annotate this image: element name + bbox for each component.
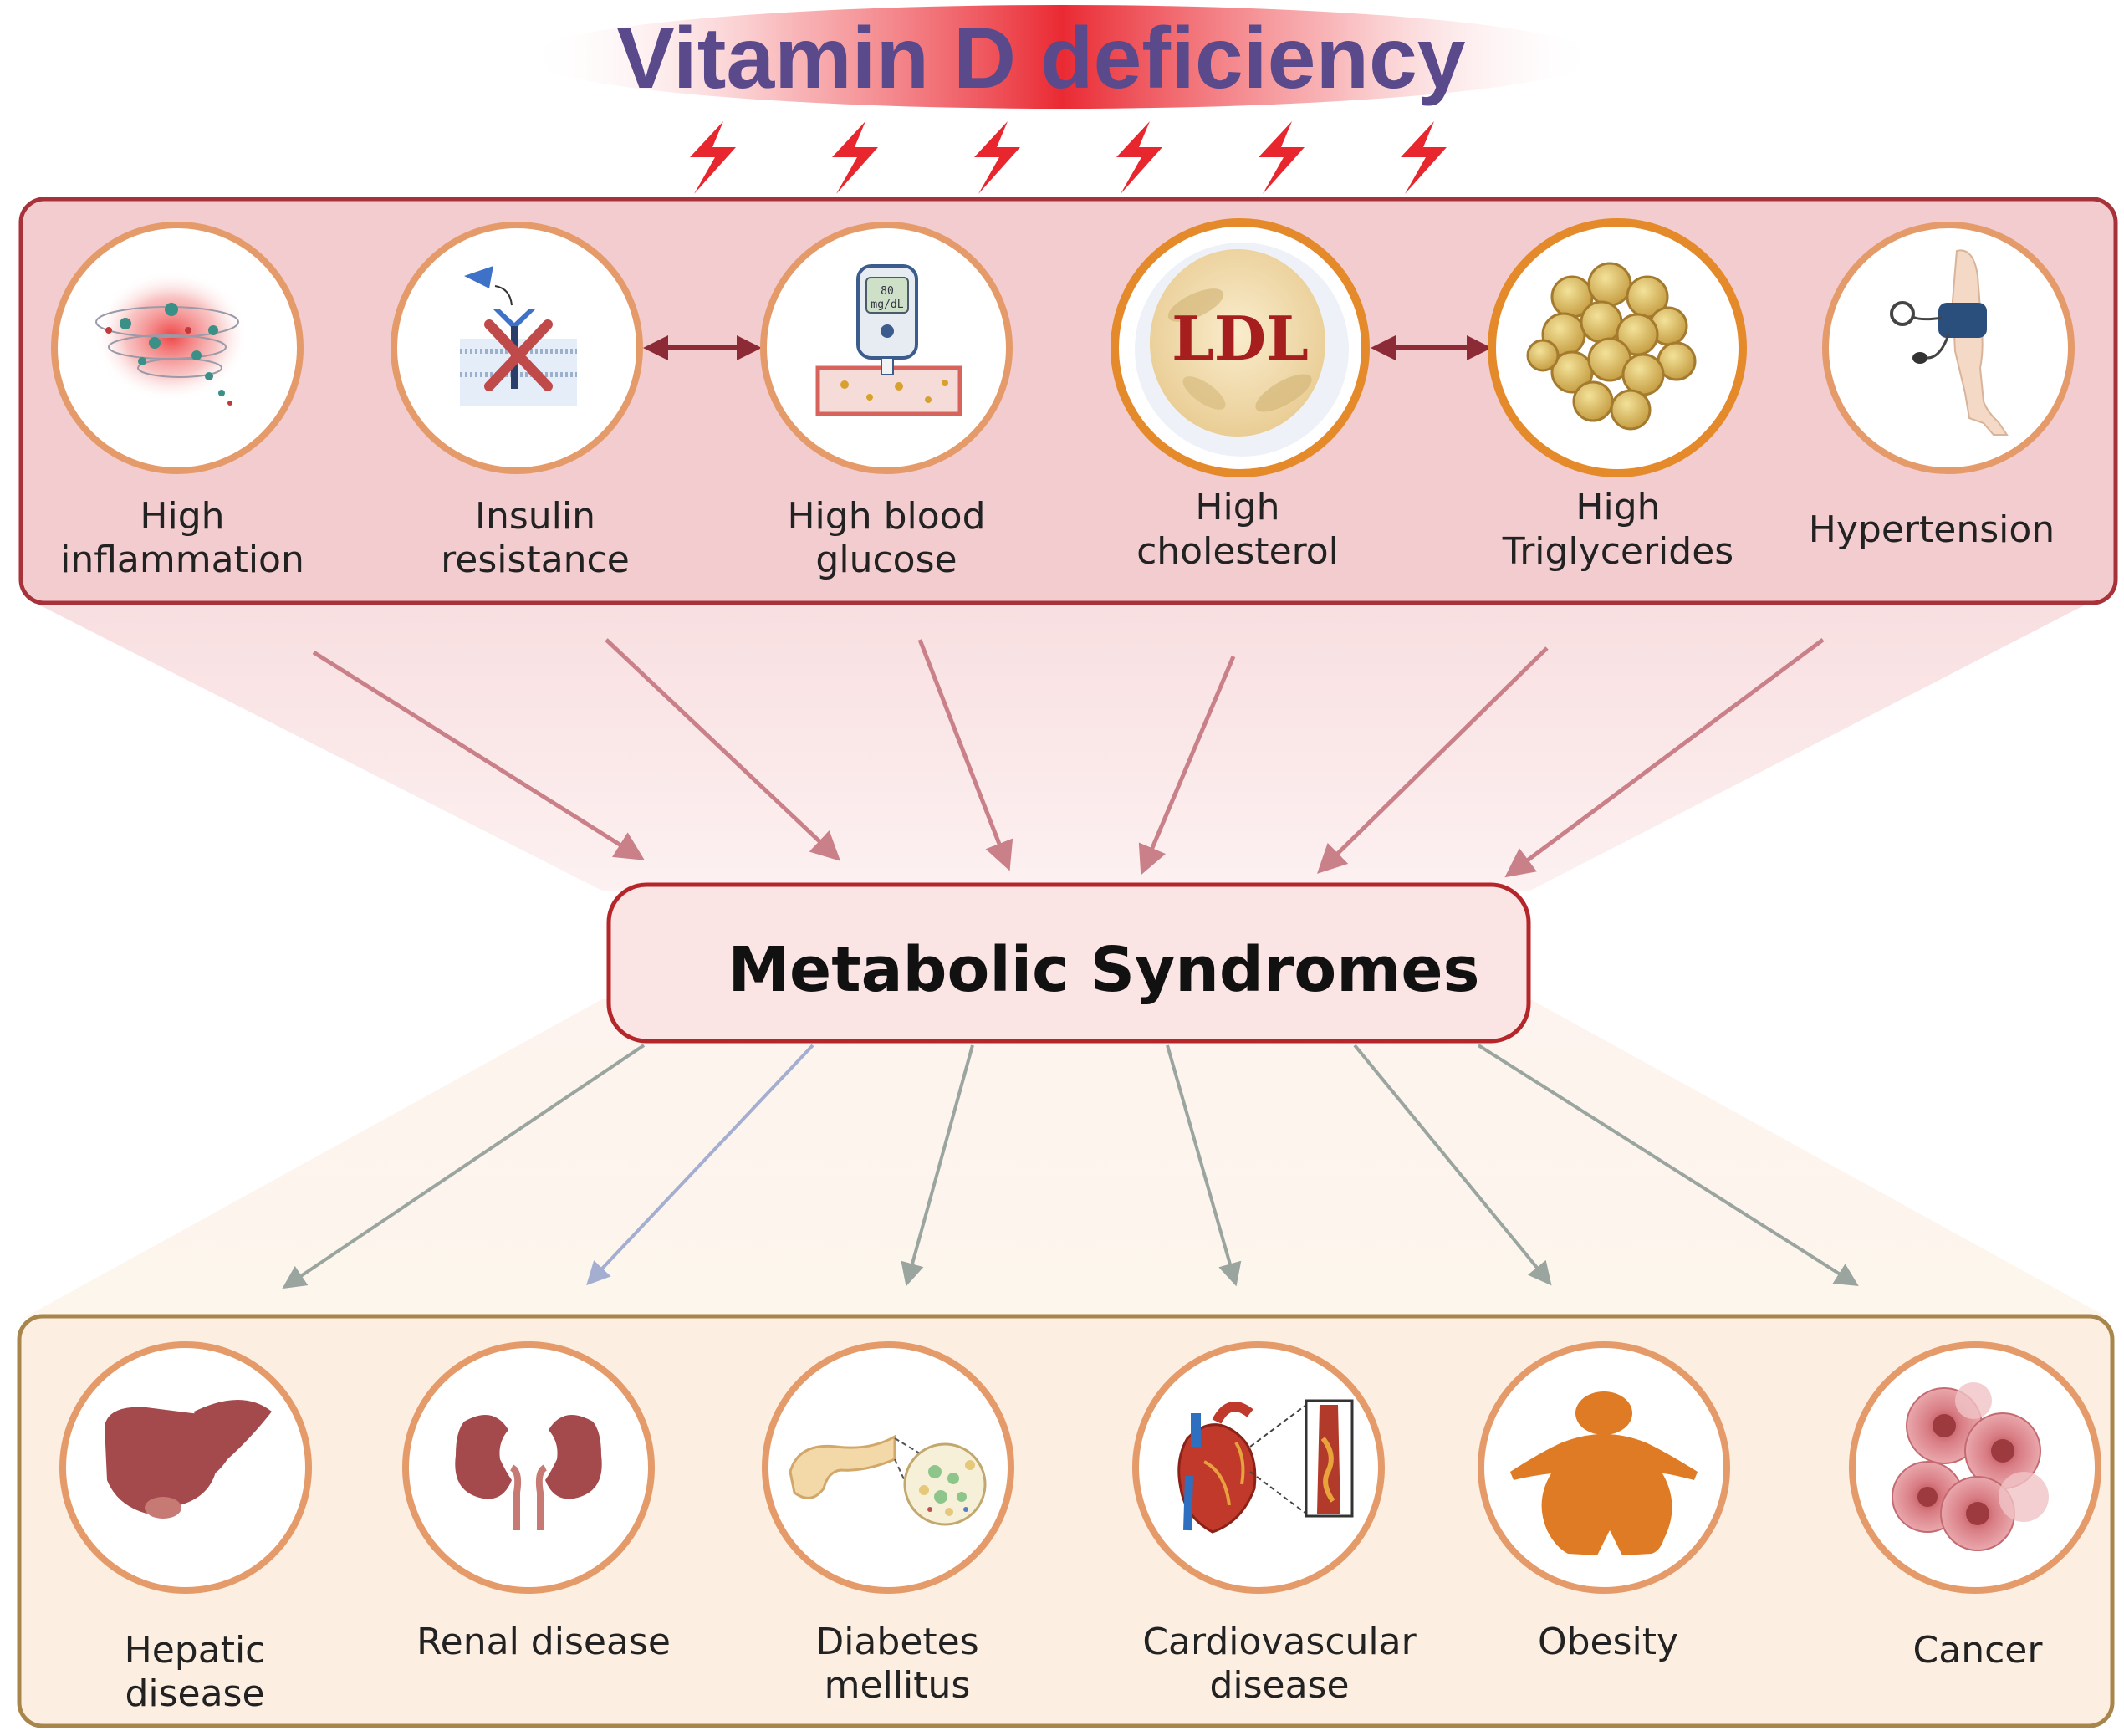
cancer-cells-icon (1892, 1382, 2049, 1551)
risk-label-cholesterol-2: cholesterol (1136, 530, 1339, 573)
obese-person-icon (1510, 1391, 1698, 1555)
lightning-bolt-icon (690, 121, 736, 194)
risk-to-center-arrows (312, 637, 1825, 878)
risk-label-insulin: Insulin (475, 495, 595, 538)
risk-label-inflammation: High (140, 495, 224, 538)
risk-label-glucose: High blood (787, 495, 985, 538)
upper-funnel (33, 602, 2091, 891)
lightning-bolts (690, 121, 1447, 194)
heart-icon (1177, 1399, 1354, 1534)
inflammation-icon (94, 271, 248, 406)
center-to-disease-arrows (282, 1044, 1859, 1289)
disease-label-hepatic: Hepatic (125, 1629, 266, 1672)
disease-labels: Hepatic disease Renal disease Diabetes m… (125, 1621, 2044, 1715)
risk-circle-hypertension (1822, 222, 2075, 474)
lightning-bolt-icon (832, 121, 878, 194)
disease-label-cardiovascular: Cardiovascular (1142, 1621, 1417, 1663)
blood-pressure-cuff-icon (1890, 249, 2009, 436)
risk-label-inflammation-2: inflammation (60, 539, 304, 581)
title-glow (527, 5, 1597, 109)
page-title: Vitamin D deficiency (616, 10, 1465, 107)
risk-factors-panel (18, 197, 2118, 605)
disease-label-cancer: Cancer (1913, 1629, 2044, 1672)
lightning-bolt-icon (1259, 121, 1305, 194)
lightning-bolt-icon (974, 121, 1020, 194)
insulin-receptor-icon (460, 266, 577, 406)
diseases-panel (17, 1314, 2115, 1728)
disease-circle-renal (402, 1341, 655, 1594)
disease-label-obesity: Obesity (1538, 1621, 1678, 1663)
liver-icon (105, 1400, 272, 1519)
risk-label-glucose-2: glucose (815, 539, 957, 581)
disease-label-diabetes: Diabetes (815, 1621, 978, 1663)
lower-funnel (25, 999, 2107, 1317)
lightning-bolt-icon (1116, 121, 1162, 194)
risk-label-cholesterol: High (1195, 486, 1279, 528)
ldl-particle-icon: LDL (1135, 243, 1349, 457)
kidneys-icon (455, 1415, 602, 1530)
disease-label-cardiovascular-2: disease (1209, 1664, 1349, 1707)
glucose-meter-icon: 80 mg/dL (815, 264, 962, 416)
disease-label-renal: Renal disease (416, 1621, 671, 1663)
risk-factor-labels: High inflammation Insulin resistance Hig… (60, 486, 2055, 581)
disease-circle-diabetes (762, 1341, 1014, 1594)
lightning-bolt-icon (1401, 121, 1447, 194)
svg-text:mg/dL: mg/dL (871, 299, 903, 311)
risk-label-hypertension: Hypertension (1809, 508, 2055, 551)
svg-text:LDL: LDL (1172, 303, 1309, 374)
pancreas-icon (789, 1434, 987, 1526)
disease-label-hepatic-2: disease (125, 1672, 264, 1715)
risk-label-triglycerides: High (1575, 486, 1660, 528)
risk-label-triglycerides-2: Triglycerides (1502, 530, 1733, 573)
risk-label-insulin-2: resistance (441, 539, 630, 581)
disease-label-diabetes-2: mellitus (825, 1664, 971, 1707)
fat-cells-icon (1526, 262, 1697, 431)
svg-text:80: 80 (881, 285, 894, 298)
metabolic-syndromes-label: Metabolic Syndromes (728, 934, 1479, 1006)
metabolic-syndromes-box (606, 882, 1531, 1044)
